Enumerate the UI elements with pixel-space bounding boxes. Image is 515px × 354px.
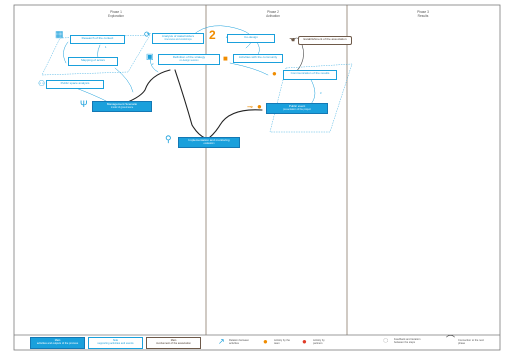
node-sublabel: interviews and workshops	[164, 38, 192, 42]
node-sublabel: co-design session	[179, 59, 199, 63]
orange-dot-icon: ●	[272, 69, 277, 78]
lane-subtitle: Activation	[266, 14, 280, 18]
node-co-design[interactable]: Co-design	[227, 34, 275, 43]
grid-icon: ▣	[146, 52, 154, 61]
legend-item-label: Activity by partners	[313, 339, 325, 345]
legend-main-activity: Main activities and outputs of the proce…	[30, 337, 85, 349]
orange-dot-icon: ●	[257, 102, 262, 111]
people-icon: ⚇	[38, 79, 46, 88]
arrow-icon: ↗	[218, 337, 225, 346]
node-public-event[interactable]: Public event presentation of the project	[266, 103, 328, 114]
legend-title: Main	[54, 339, 61, 342]
orange-dot-icon: ●	[263, 337, 268, 346]
node-community-activities[interactable]: Activities with the community	[233, 54, 283, 63]
key-icon: ⊸	[247, 104, 253, 111]
connector-line	[149, 57, 159, 73]
connector-line	[229, 62, 269, 76]
node-label: Activities with the community	[238, 55, 278, 59]
node-implementation-monitoring[interactable]: Implementation and monitoring evaluation	[178, 137, 240, 148]
node-actor-mapping[interactable]: Mapping of actors	[68, 57, 118, 66]
node-association-establishment[interactable]: Establishment of the association	[298, 36, 352, 45]
edge-mark: 1	[105, 46, 107, 49]
legend-association: Main involvement of the association	[146, 337, 201, 349]
node-label: Public space analysis	[60, 81, 90, 85]
connector-line	[309, 77, 316, 106]
node-results-communication[interactable]: Communication of the results	[283, 70, 337, 80]
edge-mark: 3	[320, 92, 322, 95]
orange-square-icon: ■	[223, 54, 228, 63]
lane-header-2: Phase 2 Activation	[243, 10, 303, 18]
edge-mark: 2	[152, 63, 154, 66]
legend-item-label: Activity by the team	[274, 339, 291, 345]
lane-title: Phase 3	[417, 10, 429, 14]
lane-subtitle: Results	[417, 14, 429, 18]
loop-icon: ◌	[383, 335, 389, 345]
node-label: Establishment of the association	[303, 37, 347, 41]
legend-text: involvement of the association	[156, 342, 191, 345]
step-number-icon: 2	[209, 28, 216, 42]
legend-text: activities and outputs of the process	[36, 342, 79, 345]
node-label: Definition of the strategy	[172, 55, 206, 59]
connector-line	[63, 41, 69, 64]
legend-item-label: Connection to the next phase	[458, 339, 484, 345]
node-stakeholder-analysis[interactable]: Analysis of stakeholders interviews and …	[152, 33, 204, 44]
node-label: Co-design	[244, 35, 258, 39]
node-sublabel: model of governance	[110, 106, 134, 110]
node-management-scenario[interactable]: Management Scenario model of governance	[92, 101, 152, 112]
connector-line	[114, 67, 134, 93]
node-label: Research of the context	[81, 36, 114, 40]
legend-title: Side	[112, 339, 119, 342]
node-strategy-definition[interactable]: Definition of the strategy co-design ses…	[158, 54, 220, 65]
building-icon: ▦	[55, 29, 64, 39]
node-public-space-analysis[interactable]: Public space analysis	[46, 80, 104, 89]
cycle-icon: ⟳	[144, 30, 151, 39]
lane-title: Phase 2	[267, 10, 279, 14]
node-sublabel: evaluation	[203, 142, 215, 146]
node-label: Implementation and monitoring	[188, 138, 230, 142]
red-dot-icon: ●	[302, 337, 307, 346]
node-context-research[interactable]: Research of the context	[70, 35, 125, 44]
node-label: Public event	[288, 104, 306, 108]
node-label: Analysis of stakeholders	[161, 34, 195, 38]
legend-item-label: Feedback and iteration between the steps	[394, 338, 421, 344]
node-label: Management Scenario	[106, 102, 138, 106]
group-outline	[269, 63, 353, 133]
antenna-icon: Ψ	[80, 99, 88, 109]
diagram-frame	[13, 4, 501, 351]
connector-thick	[119, 69, 171, 106]
curve-icon: ⌒	[446, 335, 456, 345]
node-sublabel: presentation of the project	[283, 108, 311, 112]
node-label: Mapping of actors	[81, 58, 105, 62]
legend-title: Main	[170, 339, 177, 342]
wrench-icon: ⚲	[165, 134, 172, 144]
node-label: Communication of the results	[290, 71, 330, 75]
lane-title: Phase 1	[110, 10, 122, 14]
legend-side-activity: Side supporting activities and events	[88, 337, 143, 349]
connector-thick	[174, 69, 206, 139]
lane-header-1: Phase 1 Exploration	[86, 10, 146, 18]
hand-icon: ☚	[289, 37, 296, 44]
lane-header-3: Phase 3 Results	[393, 10, 453, 18]
lane-subtitle: Exploration	[108, 14, 124, 18]
legend-text: supporting activities and events	[97, 342, 134, 345]
legend-item-label: Relation between activities	[229, 339, 250, 345]
